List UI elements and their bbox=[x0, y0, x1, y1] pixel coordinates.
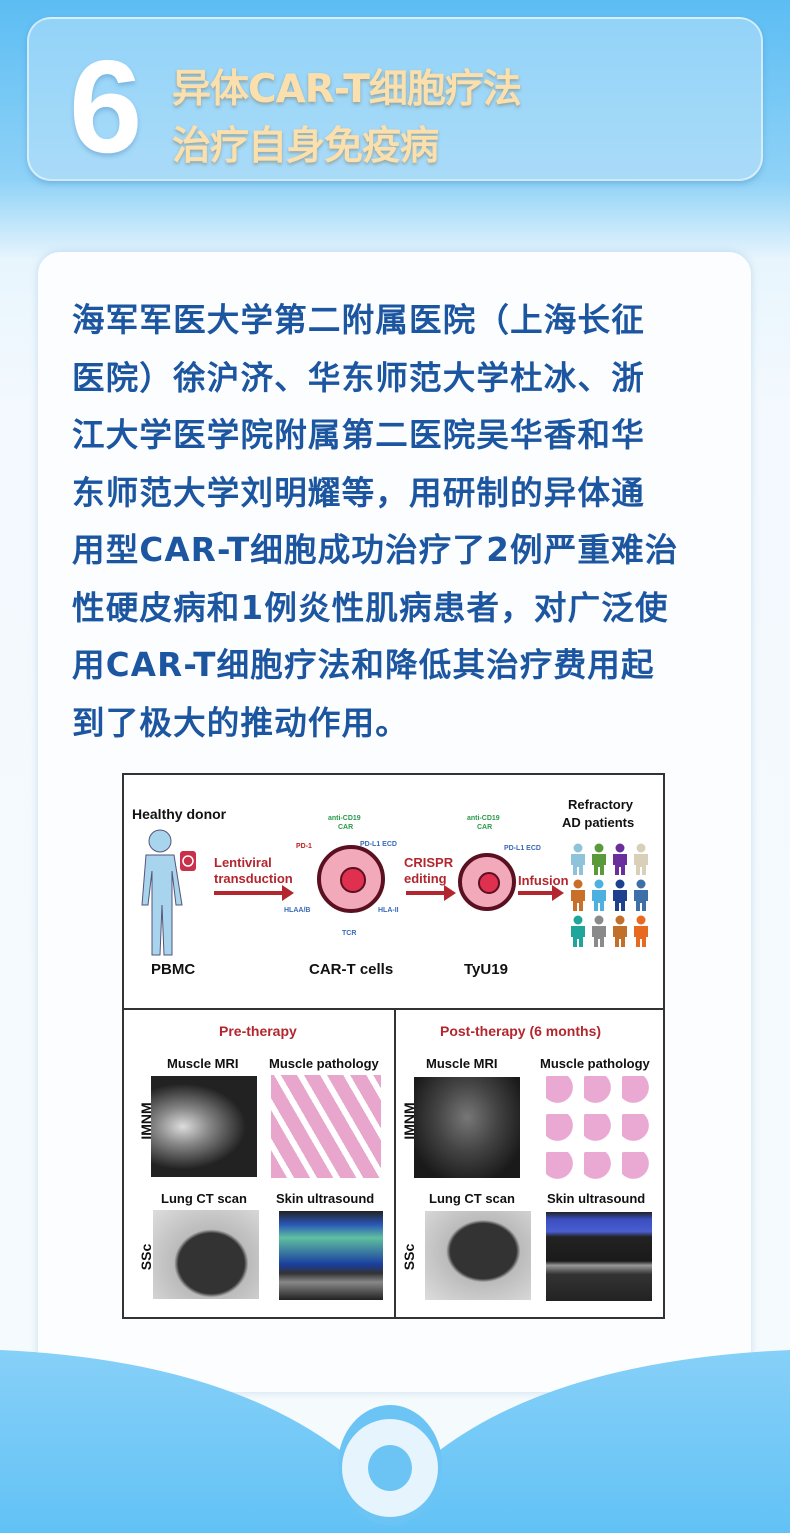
body-line: 到了极大的推动作用。 bbox=[72, 703, 410, 742]
body-line: 用CAR-T细胞疗法和降低其治疗费用起 bbox=[72, 646, 655, 684]
infusion-label: Infusion bbox=[518, 873, 569, 888]
section-header: 6 异体CAR-T细胞疗法 治疗自身免疫病 bbox=[27, 17, 763, 181]
patient-icon bbox=[634, 843, 648, 875]
research-figure: Healthy donor PBMC Lentiviral transducti… bbox=[122, 773, 665, 1319]
patient-icon bbox=[613, 915, 627, 947]
muscle-pathology-image bbox=[271, 1075, 381, 1178]
hlaab-label: HLAA/B bbox=[284, 907, 311, 914]
tcr-label: TCR bbox=[342, 930, 357, 937]
lung-ct-label: Lung CT scan bbox=[161, 1191, 247, 1206]
section-number: 6 bbox=[69, 33, 143, 180]
patient-icon bbox=[592, 879, 606, 911]
muscle-pathology-image bbox=[546, 1076, 656, 1179]
patient-icon bbox=[613, 843, 627, 875]
car-label: CAR bbox=[338, 824, 354, 831]
pbmc-label: PBMC bbox=[151, 961, 196, 978]
body-line: 医院）徐沪济、华东师范大学杜冰、浙 bbox=[72, 358, 645, 397]
section-title-line: 异体CAR-T细胞疗法 bbox=[172, 67, 522, 112]
editing-label: editing bbox=[404, 871, 447, 886]
patient-icon bbox=[571, 843, 585, 875]
patient-icon bbox=[613, 879, 627, 911]
divider bbox=[124, 1008, 663, 1010]
patient-icon bbox=[571, 915, 585, 947]
body-line: 用型CAR-T细胞成功治疗了2例严重难治 bbox=[72, 531, 679, 569]
skin-ultrasound-image bbox=[279, 1211, 383, 1300]
refractory-label: Refractory bbox=[568, 797, 634, 812]
lentiviral-label: Lentiviral bbox=[214, 855, 272, 870]
muscle-mri-label: Muscle MRI bbox=[167, 1056, 239, 1071]
healthy-donor-label: Healthy donor bbox=[132, 806, 227, 822]
arrow-icon bbox=[406, 885, 456, 901]
body-line: 海军军医大学第二附属医院（上海长征 bbox=[72, 301, 645, 339]
pd1-label: PD-1 bbox=[296, 843, 312, 850]
patient-icon bbox=[592, 915, 606, 947]
muscle-mri-image bbox=[414, 1077, 520, 1178]
patients-grid bbox=[568, 843, 650, 947]
muscle-pathology-label: Muscle pathology bbox=[269, 1056, 379, 1071]
crispr-label: CRISPR bbox=[404, 855, 454, 870]
lung-ct-image bbox=[425, 1211, 531, 1300]
muscle-pathology-label: Muscle pathology bbox=[540, 1056, 650, 1071]
patient-icon bbox=[634, 915, 648, 947]
lung-ct-label: Lung CT scan bbox=[429, 1191, 515, 1206]
tyu19-cell-icon bbox=[458, 853, 516, 911]
hlaii-label: HLA-II bbox=[378, 907, 399, 914]
ssc-label: SSc bbox=[138, 1243, 154, 1271]
human-donor-icon bbox=[141, 829, 196, 956]
body-paragraph: 海军军医大学第二附属医院（上海长征 医院）徐沪济、华东师范大学杜冰、浙 江大学医… bbox=[72, 292, 732, 752]
muscle-mri-label: Muscle MRI bbox=[426, 1056, 498, 1071]
arrow-icon bbox=[214, 885, 294, 901]
skin-ultrasound-label: Skin ultrasound bbox=[276, 1191, 375, 1206]
lung-ct-image bbox=[153, 1210, 259, 1299]
section-title: 异体CAR-T细胞疗法 治疗自身免疫病 bbox=[172, 61, 522, 175]
body-line: 江大学医学院附属第二医院吴华香和华 bbox=[72, 416, 645, 454]
arrow-icon bbox=[518, 885, 564, 901]
patient-icon bbox=[592, 843, 606, 875]
body-line: 性硬皮病和1例炎性肌病患者，对广泛使 bbox=[72, 588, 669, 627]
patient-icon bbox=[571, 879, 585, 911]
anti-cd19-label: anti-CD19 bbox=[328, 815, 361, 822]
ssc-label: SSc bbox=[401, 1243, 417, 1271]
car-label: CAR bbox=[477, 824, 493, 831]
skin-ultrasound-label: Skin ultrasound bbox=[547, 1191, 646, 1206]
bottom-wave-decoration bbox=[0, 1350, 790, 1533]
section-title-line: 治疗自身免疫病 bbox=[172, 124, 439, 169]
skin-ultrasound-image bbox=[546, 1212, 652, 1301]
car-t-cells-label: CAR-T cells bbox=[309, 961, 394, 978]
pdl1-label: PD-L1 ECD bbox=[504, 845, 541, 852]
body-line: 东师范大学刘明耀等，用研制的异体通 bbox=[72, 473, 645, 512]
ad-patients-label: AD patients bbox=[562, 815, 635, 830]
anti-cd19-label: anti-CD19 bbox=[467, 815, 500, 822]
transduction-label: transduction bbox=[214, 871, 293, 886]
car-t-cell-icon bbox=[317, 845, 385, 913]
pdl1-label: PD-L1 ECD bbox=[360, 841, 397, 848]
tyu19-label: TyU19 bbox=[464, 961, 508, 978]
patient-icon bbox=[634, 879, 648, 911]
muscle-mri-image bbox=[151, 1076, 257, 1177]
divider bbox=[394, 1008, 396, 1318]
pre-therapy-title: Pre-therapy bbox=[219, 1023, 297, 1039]
post-therapy-title: Post-therapy (6 months) bbox=[440, 1023, 602, 1039]
